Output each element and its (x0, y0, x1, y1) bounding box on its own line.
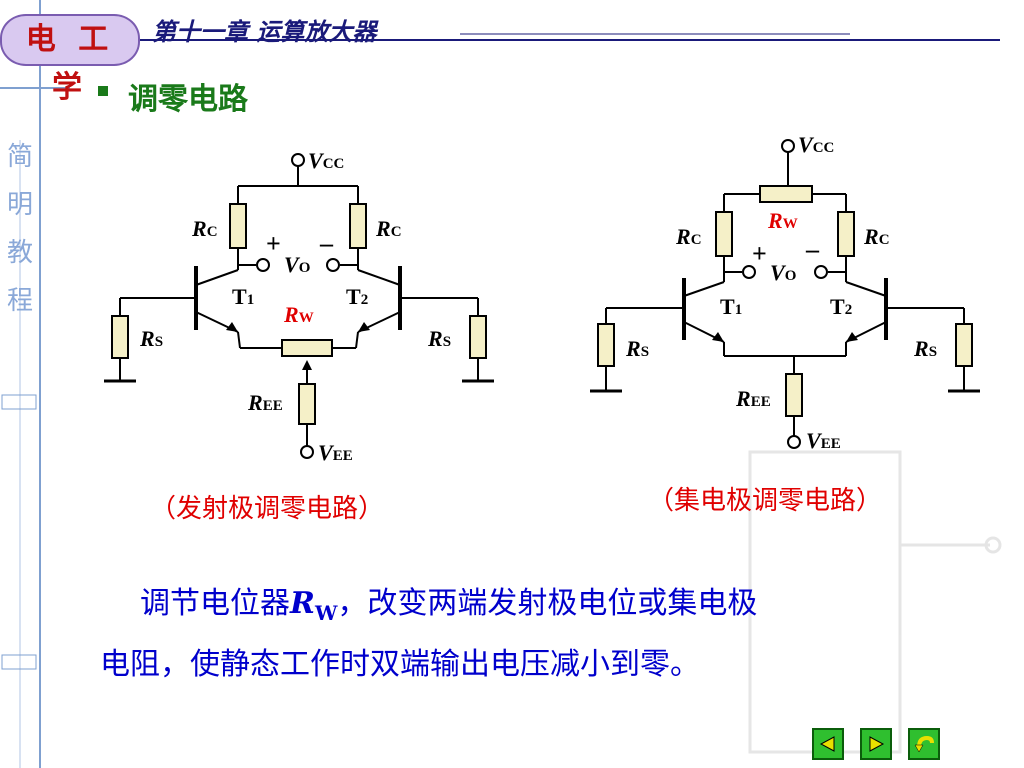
description-part1: 调节电位器 (140, 586, 290, 621)
rw-label: RW (283, 302, 314, 327)
description: 调节电位器RW，改变两端发射极电位或集电极 电阻，使静态工作时双端输出电压减小到… (100, 578, 970, 691)
rc-label: RC (675, 224, 702, 249)
vcc-label: VCC (798, 132, 834, 157)
sidebar-label: 明 (7, 190, 34, 220)
return-arrow-icon (914, 735, 934, 753)
vee-label: VEE (318, 440, 353, 465)
chapter-title: 第十一章 运算放大器 (152, 17, 377, 46)
rw-label: RW (767, 208, 798, 233)
sidebar-label: 简 (7, 142, 34, 172)
vee-label: VEE (806, 428, 841, 453)
vcc-label: VCC (308, 148, 344, 173)
left-caption: （发射极调零电路） (150, 494, 385, 524)
next-triangle-icon (869, 736, 885, 752)
right-caption: （集电极调零电路） (648, 486, 883, 516)
logo: 电 工 学 (0, 14, 140, 105)
minus-sign: – (319, 229, 334, 258)
rs-label: RS (913, 336, 937, 361)
rc-label: RC (863, 224, 890, 249)
sidebar-label: 程 (7, 286, 34, 316)
rs-label: RS (625, 336, 649, 361)
t2-label: T2 (346, 284, 368, 309)
circuit-diagrams: VCC RC RC VO T1 T2 RW RS RS REE VEE + – … (104, 132, 980, 465)
rc-label: RC (191, 216, 218, 241)
vo-label: VO (284, 252, 310, 277)
minus-sign: – (805, 235, 820, 264)
plus-sign: + (752, 239, 767, 268)
t1-label: T1 (720, 294, 742, 319)
rs-label: RS (427, 326, 451, 351)
prev-triangle-icon (819, 736, 835, 752)
section-title: 调零电路 (128, 82, 248, 117)
ree-label: REE (247, 390, 283, 415)
vo-label: VO (770, 260, 796, 285)
rw-symbol: RW (290, 586, 338, 625)
return-button[interactable] (908, 728, 940, 760)
t2-label: T2 (830, 294, 852, 319)
rc-label: RC (375, 216, 402, 241)
plus-sign: + (266, 229, 281, 258)
sidebar-label: 教 (7, 238, 34, 268)
description-part2: ，改变两端发射极电位或集电极 (337, 586, 758, 621)
next-button[interactable] (860, 728, 892, 760)
prev-button[interactable] (812, 728, 844, 760)
ree-label: REE (735, 386, 771, 411)
description-line2: 电阻，使静态工作时双端输出电压减小到零。 (100, 647, 700, 682)
t1-label: T1 (232, 284, 254, 309)
rs-label: RS (139, 326, 163, 351)
bullet-icon (98, 86, 108, 96)
